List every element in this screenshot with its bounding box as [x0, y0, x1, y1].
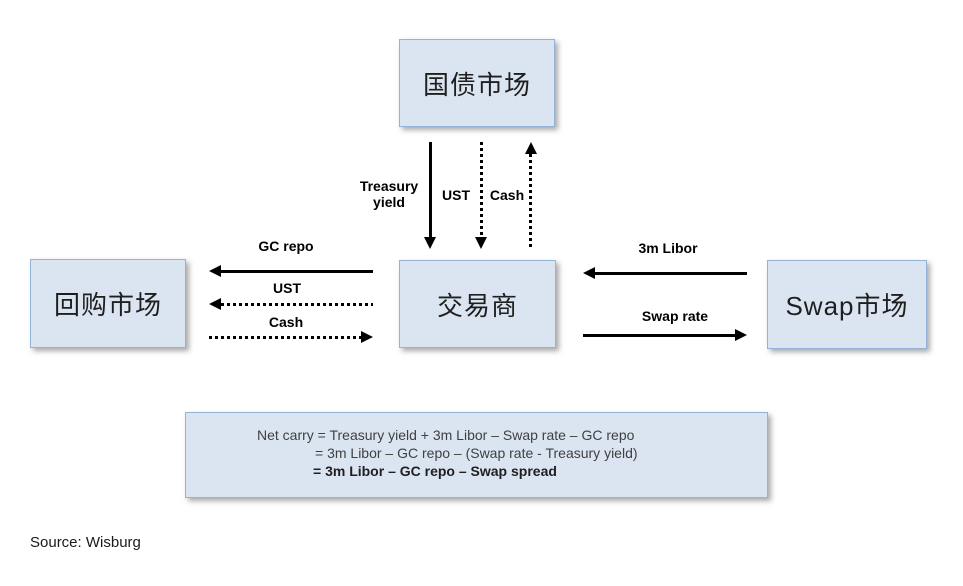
formula-line-1: Net carry = Treasury yield + 3m Libor – …: [257, 427, 635, 443]
arrow-head-right-icon: [735, 329, 747, 341]
arrow-line: [429, 142, 432, 237]
label-treasury-yield: Treasury yield: [359, 178, 419, 210]
node-treasury-market-label: 国债市场: [422, 69, 531, 100]
label-gc-repo: GC repo: [258, 238, 314, 254]
formula-box: Net carry = Treasury yield + 3m Libor – …: [185, 412, 768, 498]
arrow-head-left-icon: [583, 267, 595, 279]
arrow-head-left-icon: [209, 265, 221, 277]
arrow-line: [480, 142, 483, 237]
node-treasury-market: 国债市场: [399, 39, 555, 127]
label-swap-rate: Swap rate: [641, 308, 709, 324]
node-swap-market: Swap市场: [767, 260, 927, 349]
arrow-line: [221, 303, 373, 306]
arrow-line: [595, 272, 747, 275]
node-swap-market-label: Swap市场: [785, 291, 909, 321]
arrow-head-down-icon: [424, 237, 436, 249]
arrow-head-right-icon: [361, 331, 373, 343]
arrow-head-down-icon: [475, 237, 487, 249]
label-3m-libor: 3m Libor: [638, 240, 698, 256]
label-ust-vertical: UST: [442, 187, 470, 203]
formula-line-2: = 3m Libor – GC repo – (Swap rate - Trea…: [315, 445, 638, 461]
node-repo-market-label: 回购市场: [53, 290, 162, 320]
node-repo-market: 回购市场: [30, 259, 186, 348]
node-dealer: 交易商: [399, 260, 556, 348]
label-cash-horizontal: Cash: [268, 314, 304, 330]
arrow-line: [221, 270, 373, 273]
node-dealer-label: 交易商: [436, 290, 518, 321]
label-cash-vertical: Cash: [489, 187, 525, 203]
arrow-head-left-icon: [209, 298, 221, 310]
formula-line-3: = 3m Libor – GC repo – Swap spread: [313, 463, 557, 479]
arrow-line: [583, 334, 735, 337]
arrow-line: [209, 336, 361, 339]
arrow-line: [529, 154, 532, 250]
arrow-head-up-icon: [525, 142, 537, 154]
label-ust-horizontal: UST: [273, 280, 301, 296]
source-note: Source: Wisburg: [30, 534, 141, 551]
